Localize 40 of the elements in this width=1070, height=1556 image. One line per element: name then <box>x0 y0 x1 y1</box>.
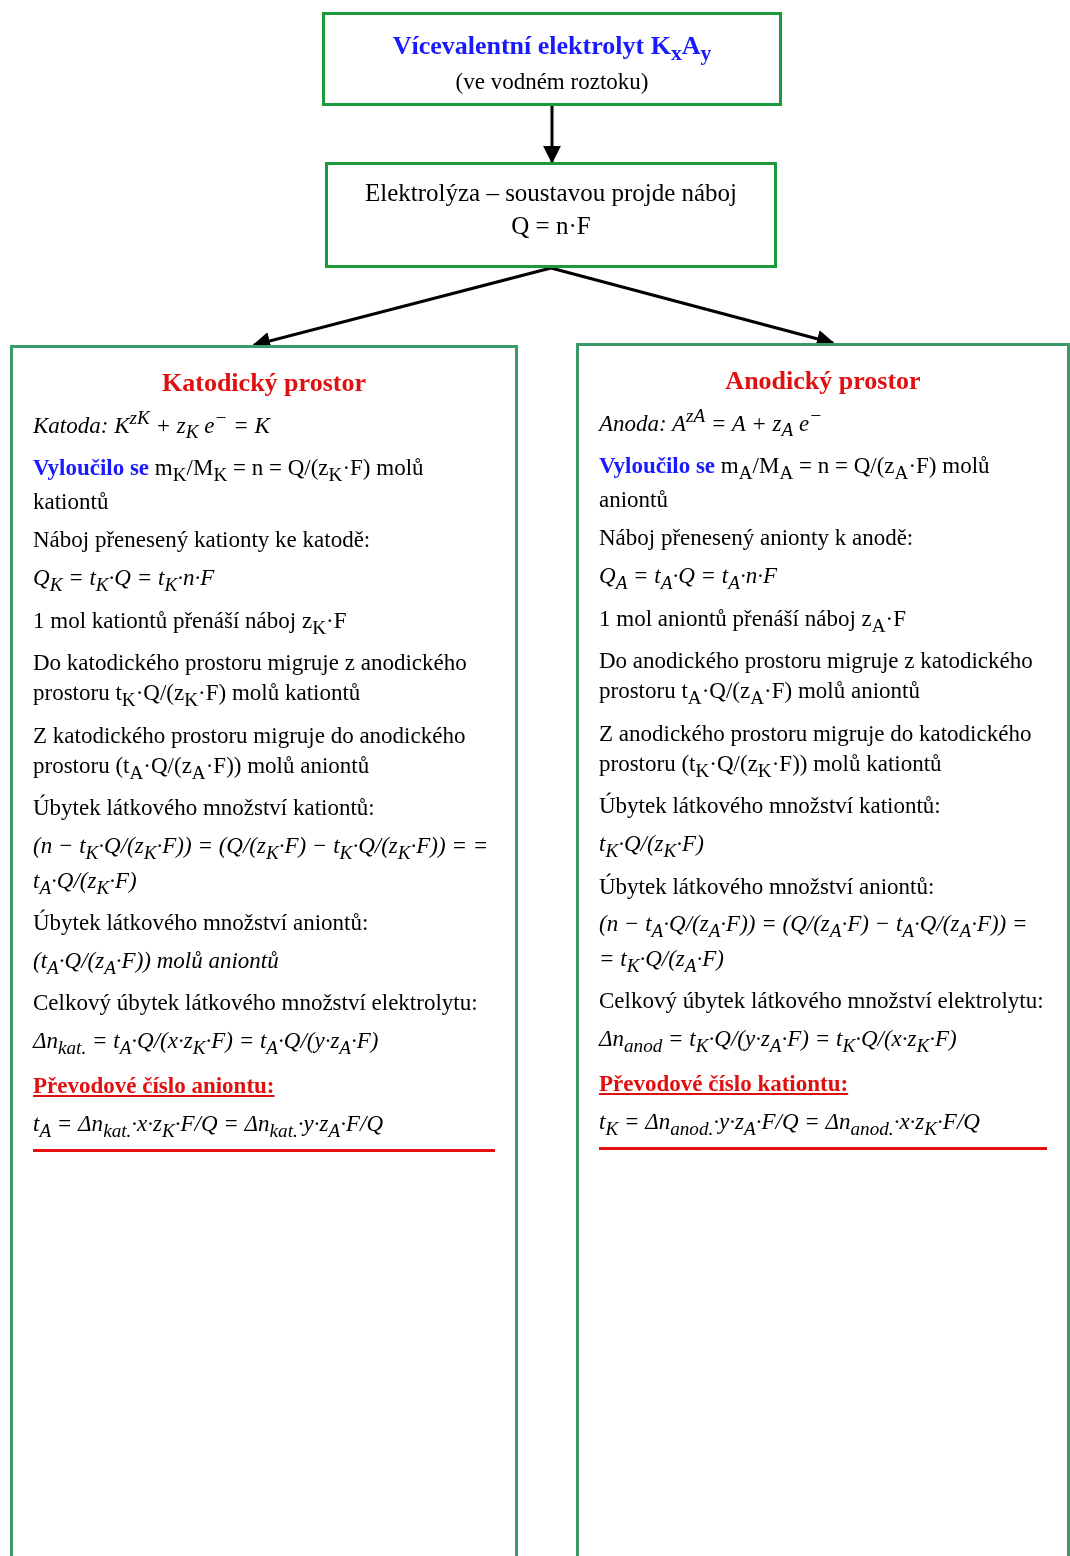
equation-text: t$_{K}$ = Δn$_{anod.}$·y·z$_{A}$·F/Q = Δn$_{anod.}$·x·z$_{K}$·F/Q <box>599 1106 1047 1151</box>
equation-text: Δn$_{anod}$ = t$_{K}$·Q/(y·z$_{A}$·F) = t$_{K}$·Q/(x·z$_{K}$·F) <box>599 1025 958 1058</box>
paragraph-text: Do anodického prostoru migruje z katodického prostoru t$_{A}$·Q/(z$_{A}$·F) molů aniontů <box>599 647 1034 710</box>
section-panel <box>10 345 518 1556</box>
process-box <box>325 162 777 268</box>
subtitle-text: (ve vodném roztoku) <box>454 68 650 97</box>
paragraph-text: Úbytek látkového množství kationtů: <box>599 791 942 821</box>
section-heading: Katodický prostor <box>161 367 367 399</box>
section-heading: Anodický prostor <box>724 365 922 397</box>
paragraph-text: Úbytek látkového množství aniontů: <box>599 872 936 901</box>
paragraph-text: Celkový úbytek látkového množství elektrolytu: <box>599 987 1045 1016</box>
paragraph-text: Úbytek látkového množství kationtů: <box>33 793 376 823</box>
paragraph-text: Náboj přenesený anionty k anodě: <box>599 524 915 553</box>
paragraph-text: Celkový úbytek látkového množství elektrolytu: <box>33 989 479 1018</box>
title-text: Vícevalentní elektrolyt K$_{x}$A$_{y}$ <box>391 30 713 68</box>
equation-text: (n − t$_{A}$·Q/(z$_{A}$·F)) = (Q/(z$_{A}$·F) − t$_{A}$·Q/(z$_{A}$·F)) = = t$_{K}$·Q/(z$_{A}$·F) <box>599 910 1029 978</box>
paragraph-text: 1 mol kationtů přenáší náboj z$_{K}$·F <box>33 606 348 640</box>
paragraph-text: Úbytek látkového množství aniontů: <box>33 908 370 938</box>
equation-text: t$_{A}$ = Δn$_{kat.}$·x·z$_{K}$·F/Q = Δn$_{kat.}$·y·z$_{A}$·F/Q <box>33 1108 495 1153</box>
title-box <box>322 12 782 106</box>
paragraph-text: Náboj přenesený kationty ke katodě: <box>33 526 372 555</box>
equation-text: Q$_{A}$ = t$_{A}$·Q = t$_{A}$·n·F <box>599 562 778 595</box>
paragraph-text: Z katodického prostoru migruje do anodického prostoru (t$_{A}$·Q/(z$_{A}$·F)) molů aniontů <box>33 721 467 785</box>
equation-text: (t$_{A}$·Q/(z$_{A}$·F)) molů aniontů <box>33 946 280 980</box>
section-panel <box>576 343 1070 1556</box>
arrow <box>543 106 561 164</box>
equation-text: t$_{K}$·Q/(z$_{K}$·F) <box>599 830 705 863</box>
subheading-text: Převodové číslo aniontu: <box>33 1071 276 1100</box>
equation-text: Katoda: K$^{zK}$ + z$_{K}$ e$^{−}$ = K <box>33 405 272 445</box>
equation-text: Δn$_{kat.}$ = t$_{A}$·Q/(x·z$_{K}$·F) = t$_{A}$·Q/(y·z$_{A}$·F) <box>33 1027 380 1060</box>
paragraph-text: Vyloučilo se m$_{K}$/M$_{K}$ = n = Q/(z$_{K}$·F) molů kationtů <box>33 453 425 517</box>
equation-text: Q$_{K}$ = t$_{K}$·Q = t$_{K}$·n·F <box>33 564 216 597</box>
equation-text: Anoda: A$^{zA}$ = A + z$_{A}$ e$^{−}$ <box>599 403 824 443</box>
paragraph-text: Do katodického prostoru migruje z anodického prostoru t$_{K}$·Q/(z$_{K}$·F) molů kationtů <box>33 649 468 712</box>
paragraph-text: Elektrolýza – soustavou projde náboj Q = n·F <box>363 178 739 241</box>
equation-text: (n − t$_{K}$·Q/(z$_{K}$·F)) = (Q/(z$_{K}$·F) − t$_{K}$·Q/(z$_{K}$·F)) = = t$_{A}$·Q/(z$_{K}$·F) <box>33 832 490 900</box>
paragraph-text: Z anodického prostoru migruje do katodického prostoru (t$_{K}$·Q/(z$_{K}$·F)) molů kationtů <box>599 719 1033 783</box>
paragraph-text: 1 mol aniontů přenáší náboj z$_{A}$·F <box>599 604 908 638</box>
paragraph-text: Vyloučilo se m$_{A}$/M$_{A}$ = n = Q/(z$_{A}$·F) molů aniontů <box>599 451 991 515</box>
subheading-text: Převodové číslo kationtu: <box>599 1069 850 1098</box>
